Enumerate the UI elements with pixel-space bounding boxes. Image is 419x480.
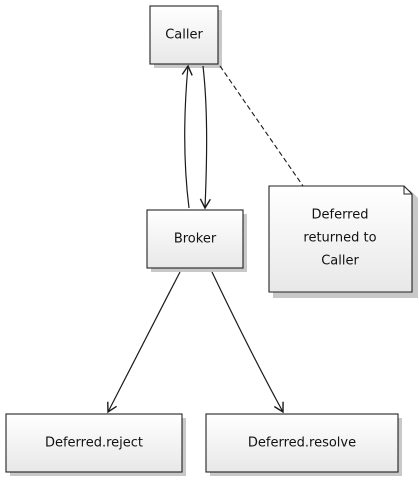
deferred-resolve-node: Deferred.resolve <box>205 413 402 476</box>
note-line-1: Deferred <box>311 208 368 223</box>
note-node: Deferred returned to Caller <box>268 185 418 298</box>
edge-broker-to-resolve <box>211 271 284 414</box>
broker-label: Broker <box>174 232 217 247</box>
broker-node: Broker <box>146 209 247 272</box>
deferred-reject-node: Deferred.reject <box>5 413 186 476</box>
deferred-reject-label: Deferred.reject <box>45 436 143 451</box>
note-connector <box>219 65 304 187</box>
caller-label: Caller <box>165 28 203 43</box>
deferred-resolve-label: Deferred.resolve <box>248 436 356 451</box>
note-line-3: Caller <box>321 254 359 269</box>
edge-caller-to-broker <box>199 65 211 210</box>
caller-node: Caller <box>149 5 222 68</box>
edge-broker-to-caller <box>181 64 193 209</box>
edge-broker-to-reject <box>107 271 181 414</box>
note-line-2: returned to <box>303 231 376 246</box>
